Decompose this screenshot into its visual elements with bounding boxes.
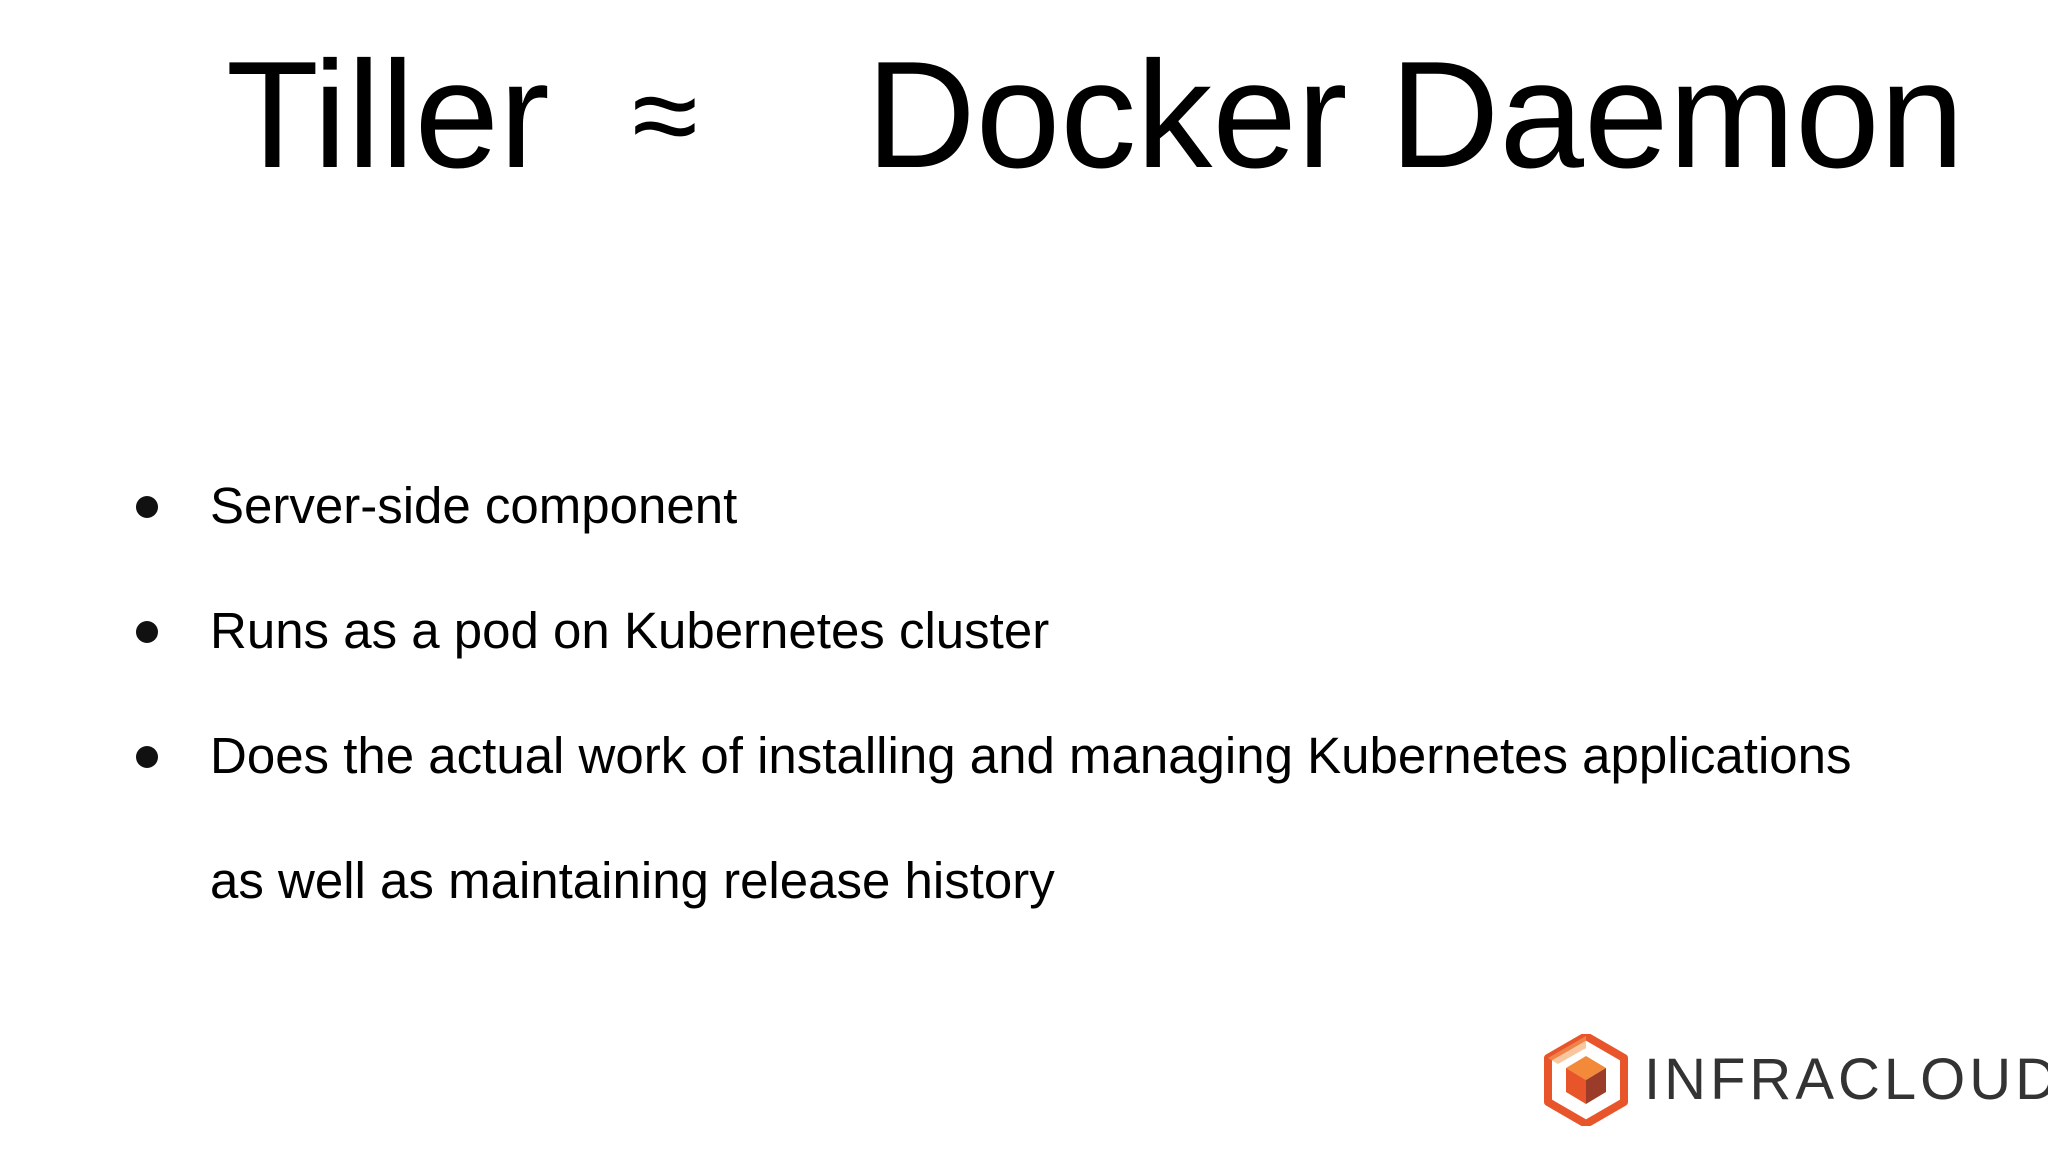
bullet-dot-icon <box>136 496 158 518</box>
bullet-text: Runs as a pod on Kubernetes cluster <box>210 602 1050 659</box>
title-right-term: Docker Daemon <box>866 30 1965 200</box>
logo-text: INFRACLOUD <box>1644 1047 2048 1112</box>
hexagon-cube-icon <box>1544 1034 1628 1126</box>
bullet-text: Does the actual work of installing and m… <box>210 727 1852 784</box>
bullet-item: Runs as a pod on Kubernetes cluster <box>0 596 2048 666</box>
title-approx-symbol: ≈ <box>632 48 698 182</box>
bullet-text: as well as maintaining release history <box>210 852 1055 909</box>
bullet-dot-icon <box>136 746 158 768</box>
slide-title: Tiller ≈ Docker Daemon <box>0 30 2048 200</box>
bullet-continuation: as well as maintaining release history <box>0 846 2048 916</box>
infracloud-logo: INFRACLOUD <box>1544 1030 2048 1130</box>
bullet-item: Does the actual work of installing and m… <box>0 721 2048 791</box>
title-left-term: Tiller <box>226 30 550 200</box>
bullet-dot-icon <box>136 621 158 643</box>
bullet-item: Server-side component <box>0 471 2048 541</box>
bullet-text: Server-side component <box>210 477 738 534</box>
